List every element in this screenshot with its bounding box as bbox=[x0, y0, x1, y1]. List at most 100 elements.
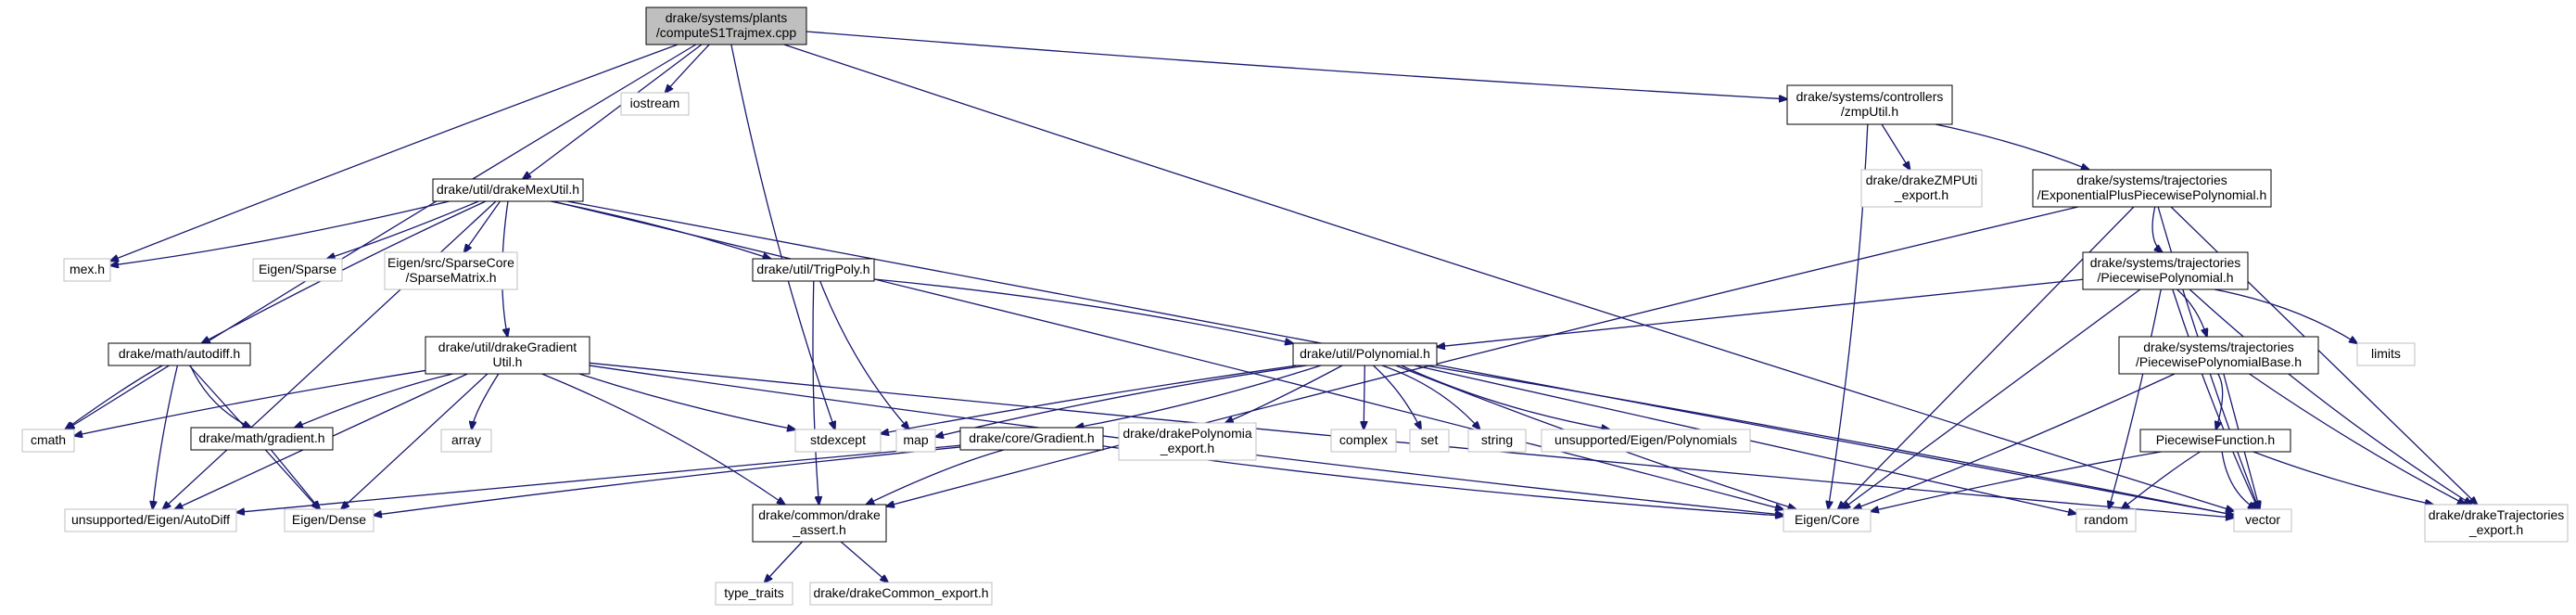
node-label-zmputil-0: drake/systems/controllers bbox=[1796, 89, 1944, 104]
node-label-polynomial-0: drake/util/Polynomial.h bbox=[1300, 346, 1430, 361]
node-label-random-0: random bbox=[2084, 512, 2127, 527]
node-box-sparsematrix bbox=[384, 251, 518, 290]
node-mexutil[interactable]: drake/util/drakeMexUtil.h bbox=[432, 178, 584, 202]
node-box-pwfunc bbox=[2139, 429, 2291, 453]
node-coregradient[interactable]: drake/core/Gradient.h bbox=[959, 427, 1104, 451]
node-box-typetraits bbox=[715, 582, 793, 606]
node-mex: mex.h bbox=[63, 258, 111, 282]
edge-coregradient-to-unsuauto bbox=[236, 444, 961, 512]
node-box-array bbox=[440, 429, 492, 453]
node-label-limits-0: limits bbox=[2371, 346, 2401, 361]
node-assert[interactable]: drake/common/drake_assert.h bbox=[752, 504, 887, 543]
node-box-unsupoly bbox=[1541, 429, 1751, 453]
node-main[interactable]: drake/systems/plants/computeS1Trajmex.cp… bbox=[645, 6, 807, 45]
node-label-unsupoly-0: unsupported/Eigen/Polynomials bbox=[1554, 432, 1737, 447]
node-label-main-0: drake/systems/plants bbox=[666, 10, 788, 25]
node-box-eigencore bbox=[1783, 508, 1872, 532]
node-label-sparsematrix-0: Eigen/src/SparseCore bbox=[387, 255, 514, 270]
node-box-iostream bbox=[620, 92, 690, 116]
edge-polynomial-to-vector bbox=[1425, 365, 2234, 515]
edge-polynomial-to-unsupoly bbox=[1401, 365, 1610, 429]
dependency-edges bbox=[65, 31, 2477, 583]
node-box-vector bbox=[2233, 508, 2292, 532]
edge-autodiff-to-mathgradient bbox=[189, 365, 251, 428]
node-sparsematrix: Eigen/src/SparseCore/SparseMatrix.h bbox=[384, 251, 518, 290]
node-pwpolybase[interactable]: drake/systems/trajectories/PiecewisePoly… bbox=[2118, 336, 2319, 375]
edge-gradutil-to-stdexcept bbox=[578, 373, 795, 429]
node-label-pwfunc-0: PiecewiseFunction.h bbox=[2156, 432, 2275, 447]
node-mathgradient[interactable]: drake/math/gradient.h bbox=[190, 427, 334, 451]
node-box-eigensparse bbox=[252, 258, 343, 282]
node-pwpoly[interactable]: drake/systems/trajectories/PiecewisePoly… bbox=[2082, 251, 2249, 290]
edge-pwfunc-to-eigencore bbox=[1871, 451, 2162, 511]
edge-exppp-to-assert bbox=[886, 206, 2079, 506]
node-label-stdexcept-0: stdexcept bbox=[810, 432, 866, 447]
node-label-assert-0: drake/common/drake bbox=[758, 507, 881, 522]
node-eigendense: Eigen/Dense bbox=[284, 508, 374, 532]
node-label-pwpoly-0: drake/systems/trajectories bbox=[2090, 255, 2241, 270]
node-box-coregradient bbox=[959, 427, 1104, 451]
node-label-cmath-0: cmath bbox=[31, 432, 66, 447]
edge-pwfunc-to-trajexport bbox=[2252, 451, 2433, 505]
node-unsupoly: unsupported/Eigen/Polynomials bbox=[1541, 429, 1751, 453]
node-iostream: iostream bbox=[620, 92, 690, 116]
node-box-eigendense bbox=[284, 508, 374, 532]
node-label-commonexport-0: drake/drakeCommon_export.h bbox=[813, 585, 988, 600]
node-zmputil[interactable]: drake/systems/controllers/zmpUtil.h bbox=[1786, 84, 1953, 125]
edge-autodiff-to-cmath bbox=[65, 365, 163, 429]
edge-mexutil-to-trigpoly bbox=[550, 200, 771, 259]
edge-coregradient-to-eigendense bbox=[374, 446, 961, 515]
edge-pwpolybase-to-pwfunc bbox=[2215, 373, 2224, 429]
edge-main-to-mex bbox=[110, 44, 679, 261]
edge-pwpoly-to-trajexport bbox=[2189, 288, 2472, 505]
edge-gradutil-to-cmath bbox=[74, 369, 426, 435]
node-label-drakezmp-0: drake/drakeZMPUti bbox=[1866, 173, 1978, 187]
node-label-array-0: array bbox=[451, 432, 481, 447]
node-label-mex-0: mex.h bbox=[70, 262, 105, 276]
node-polynomial[interactable]: drake/util/Polynomial.h bbox=[1292, 342, 1438, 366]
edge-autodiff-to-unsuauto bbox=[153, 365, 179, 509]
node-limits: limits bbox=[2356, 342, 2416, 366]
edge-gradutil-to-array bbox=[472, 373, 500, 429]
node-trigpoly[interactable]: drake/util/TrigPoly.h bbox=[752, 258, 875, 282]
edge-mexutil-to-autodiff bbox=[202, 200, 487, 343]
node-label-pwpolybase-0: drake/systems/trajectories bbox=[2143, 340, 2294, 354]
node-label-map-0: map bbox=[903, 432, 928, 447]
node-cmath: cmath bbox=[21, 429, 75, 453]
edge-exppp-to-trajexport bbox=[2170, 206, 2477, 505]
node-exppp[interactable]: drake/systems/trajectories/ExponentialPl… bbox=[2032, 169, 2272, 208]
node-array: array bbox=[440, 429, 492, 453]
node-label-vector-0: vector bbox=[2245, 512, 2280, 527]
edge-gradutil-to-eigendense bbox=[341, 373, 489, 509]
node-autodiff[interactable]: drake/math/autodiff.h bbox=[108, 342, 251, 366]
edge-polynomial-to-coregradient bbox=[1075, 365, 1322, 428]
node-label-trigpoly-0: drake/util/TrigPoly.h bbox=[756, 262, 869, 276]
node-label-exppp-0: drake/systems/trajectories bbox=[2076, 173, 2227, 187]
node-commonexport: drake/drakeCommon_export.h bbox=[809, 582, 993, 606]
node-label-eigencore-0: Eigen/Core bbox=[1795, 512, 1859, 527]
node-pwfunc[interactable]: PiecewiseFunction.h bbox=[2139, 429, 2291, 453]
node-box-polyexport bbox=[1118, 422, 1257, 461]
node-box-polynomial bbox=[1292, 342, 1438, 366]
node-box-set bbox=[1409, 429, 1450, 453]
node-string: string bbox=[1467, 429, 1527, 453]
node-label-main-1: /computeS1Trajmex.cpp bbox=[656, 25, 796, 40]
edge-pwpoly-to-eigencore bbox=[1842, 288, 2141, 509]
edge-gradutil-to-mathgradient bbox=[295, 373, 453, 428]
node-label-polyexport-0: drake/drakePolynomia bbox=[1123, 426, 1252, 441]
edge-exppp-to-pwpoly bbox=[2151, 206, 2163, 252]
node-box-pwpoly bbox=[2082, 251, 2249, 290]
node-box-random bbox=[2075, 508, 2137, 532]
node-complex: complex bbox=[1330, 429, 1397, 453]
edge-gradutil-to-vector bbox=[589, 362, 2234, 518]
edge-main-to-mexutil bbox=[523, 44, 703, 179]
node-trajexport: drake/drakeTrajectories_export.h bbox=[2424, 504, 2569, 543]
edge-pwpoly-to-polynomial bbox=[1437, 278, 2084, 347]
node-label-string-0: string bbox=[1481, 432, 1513, 447]
node-map: map bbox=[895, 429, 936, 453]
edge-polynomial-to-string bbox=[1381, 365, 1480, 429]
edge-coregradient-to-assert bbox=[866, 449, 1004, 505]
node-label-eigensparse-0: Eigen/Sparse bbox=[259, 262, 336, 276]
